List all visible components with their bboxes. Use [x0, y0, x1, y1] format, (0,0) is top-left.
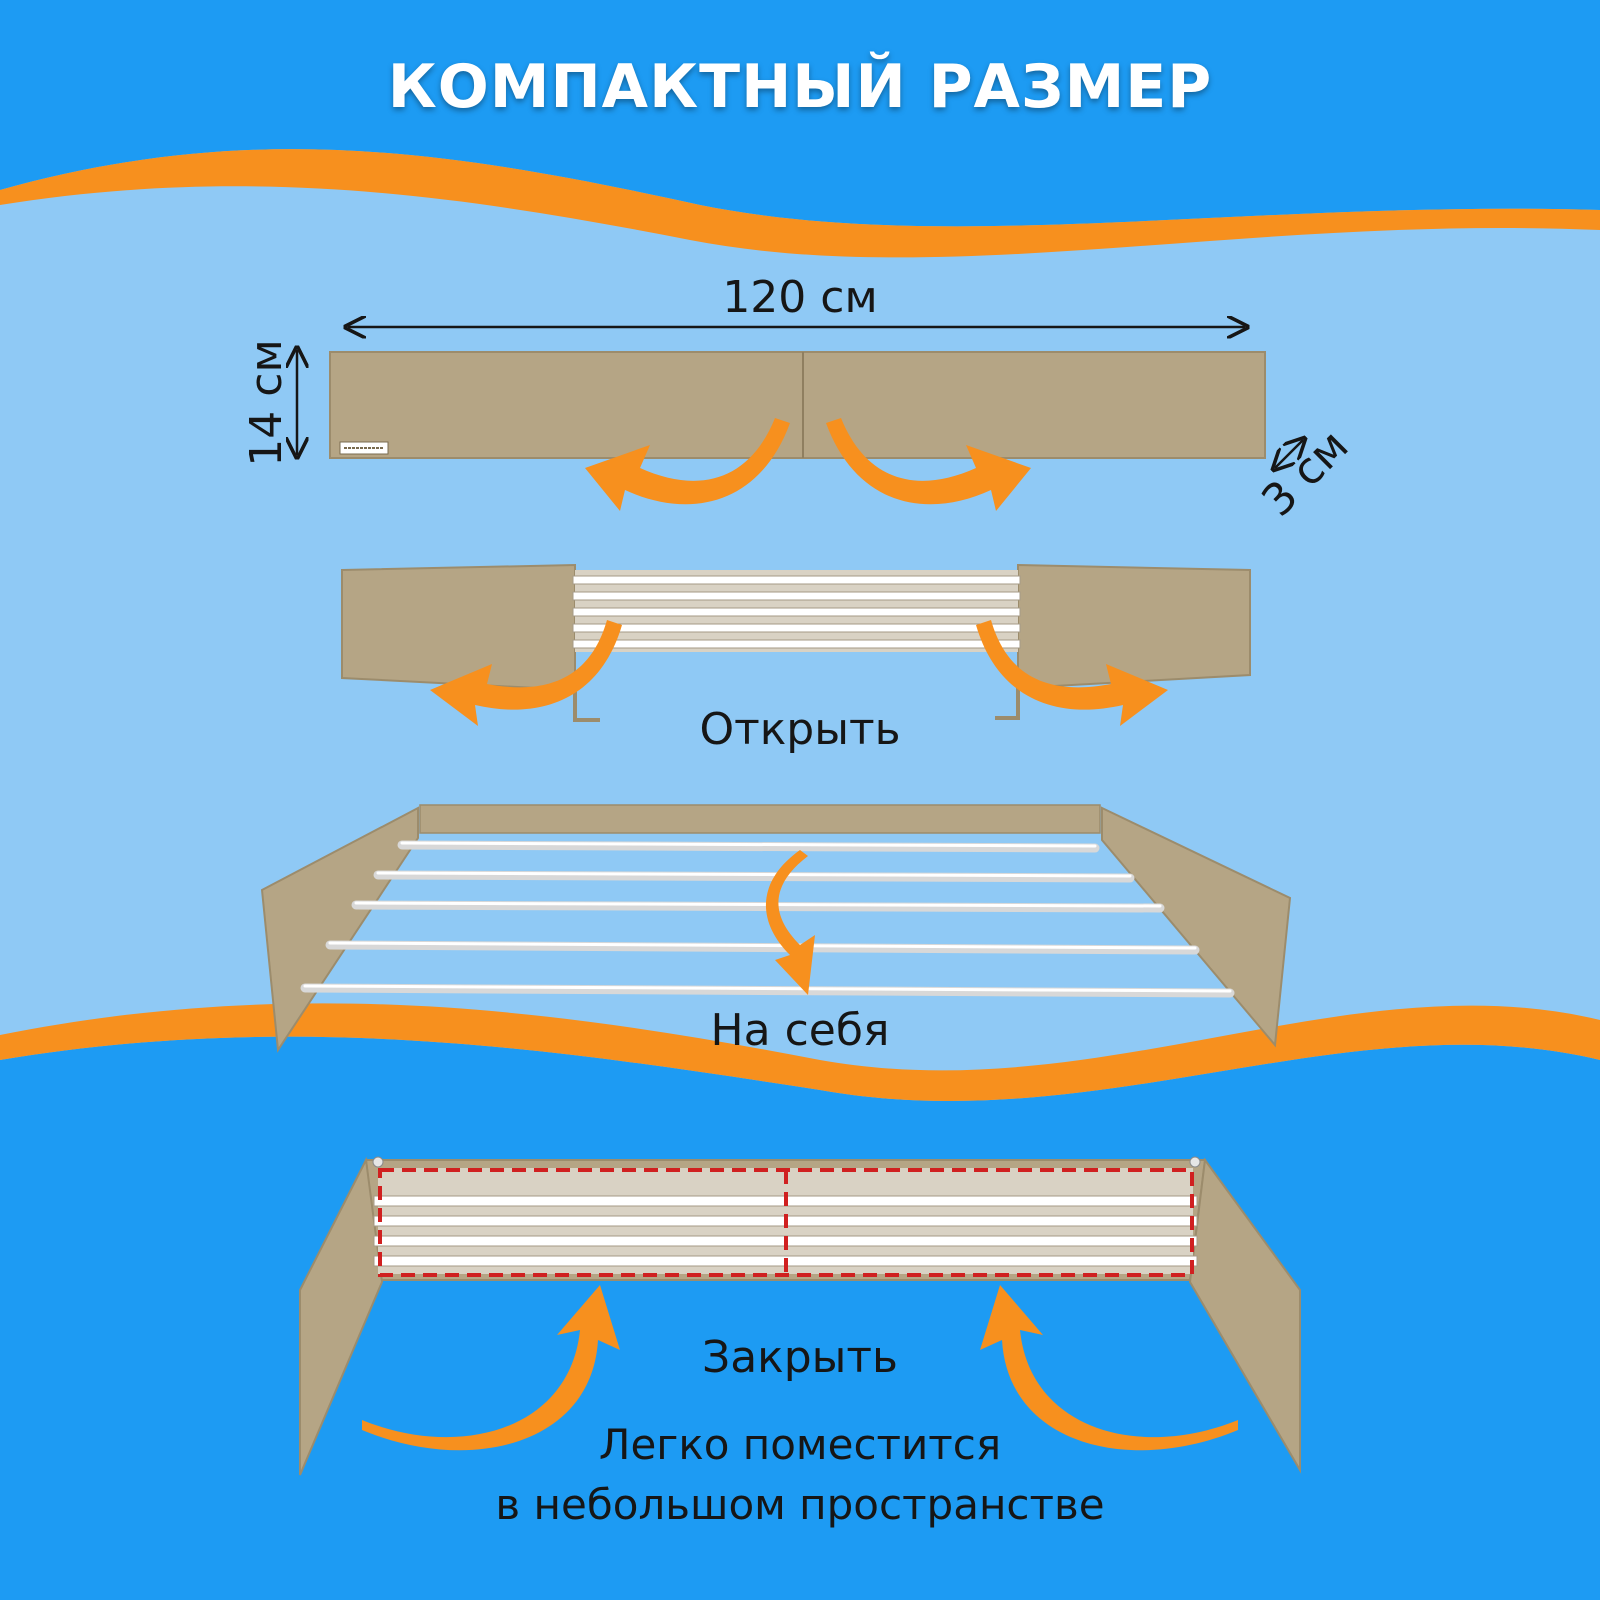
top-orange-wave	[0, 149, 1600, 258]
width-label: 120 см	[722, 272, 878, 323]
caption-line-1: Легко поместится	[598, 1420, 1002, 1469]
caption-line-2: в небольшом пространстве	[495, 1480, 1105, 1529]
pull-arrow	[765, 850, 815, 995]
close-left-arrow	[362, 1285, 620, 1451]
unfold-left-arrow	[585, 418, 790, 511]
folded-dryer	[329, 351, 1266, 459]
open-right-arrow	[976, 620, 1168, 726]
unfold-right-arrow	[826, 418, 1031, 511]
opening-dryer	[341, 563, 1251, 722]
page-title: КОМПАКТНЫЙ РАЗМЕР	[387, 52, 1213, 122]
open-left-arrow	[430, 620, 622, 726]
step-close-label: Закрыть	[702, 1332, 898, 1383]
step-pull-label: На себя	[710, 1005, 890, 1056]
step-open-label: Открыть	[699, 704, 901, 755]
closing-dryer	[299, 1156, 1301, 1476]
extended-dryer	[260, 804, 1292, 1053]
height-label: 14 см	[241, 339, 292, 467]
close-right-arrow	[980, 1285, 1238, 1451]
depth-arrow	[1275, 440, 1303, 468]
bottom-orange-wave	[0, 1003, 1600, 1102]
